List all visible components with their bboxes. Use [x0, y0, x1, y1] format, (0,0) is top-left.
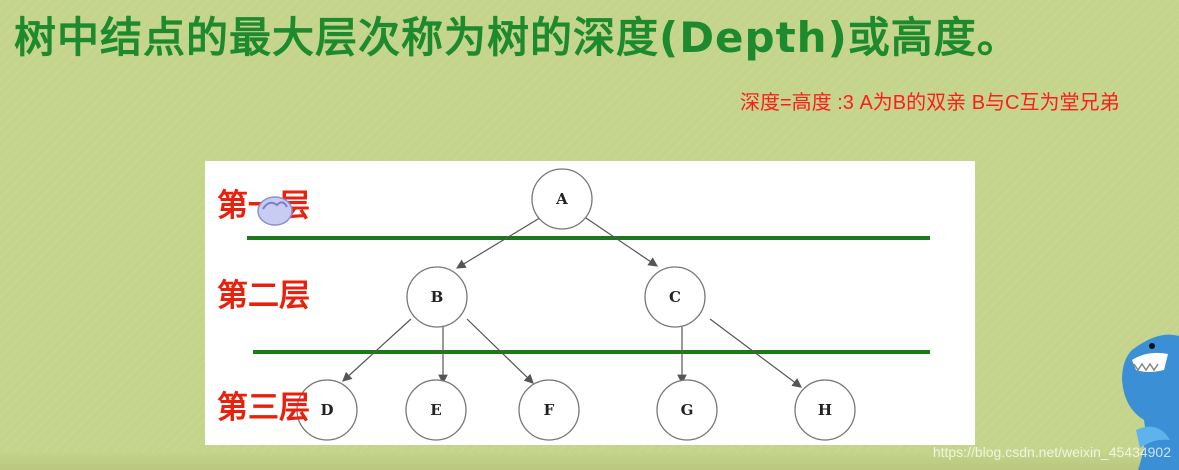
node-label-b: B — [431, 288, 444, 306]
tree-node-h: H — [794, 379, 856, 441]
tree-node-e: E — [405, 379, 467, 441]
slide-heading: 树中结点的最大层次称为树的深度(Depth)或高度。 — [14, 13, 1020, 62]
tree-node-d: D — [296, 379, 358, 441]
slide-bottom-strip — [0, 452, 1179, 470]
node-label-a: A — [555, 190, 568, 208]
tree-node-c: C — [644, 266, 706, 328]
annotation-note: 深度=高度 :3 A为B的双亲 B与C互为堂兄弟 — [740, 92, 1120, 114]
edge-a-b — [455, 215, 544, 269]
node-label-e: E — [430, 401, 441, 419]
source-watermark: https://blog.csdn.net/weixin_45434902 — [932, 444, 1171, 460]
level-label-2: 第二层 — [217, 278, 310, 314]
tree-node-g: G — [656, 379, 718, 441]
edge-b-f — [466, 318, 534, 384]
edge-c-h — [709, 318, 802, 388]
node-label-c: C — [669, 288, 681, 306]
shark-mascot-icon — [1122, 334, 1179, 470]
level-label-3: 第三层 — [217, 390, 310, 426]
node-label-f: F — [544, 401, 555, 419]
tree-diagram: A B C D E F G H 第一层 第二层 — [205, 161, 975, 445]
tree-node-a: A — [531, 168, 593, 230]
node-label-d: D — [320, 401, 333, 419]
tree-node-b: B — [406, 266, 468, 328]
tree-svg: A B C D E F G H — [247, 168, 930, 441]
tree-node-f: F — [518, 379, 580, 441]
edge-b-d — [342, 318, 412, 382]
node-label-h: H — [818, 401, 832, 419]
node-label-g: G — [681, 401, 694, 419]
cursor-hand-icon — [257, 196, 293, 226]
edge-a-c — [582, 215, 658, 267]
